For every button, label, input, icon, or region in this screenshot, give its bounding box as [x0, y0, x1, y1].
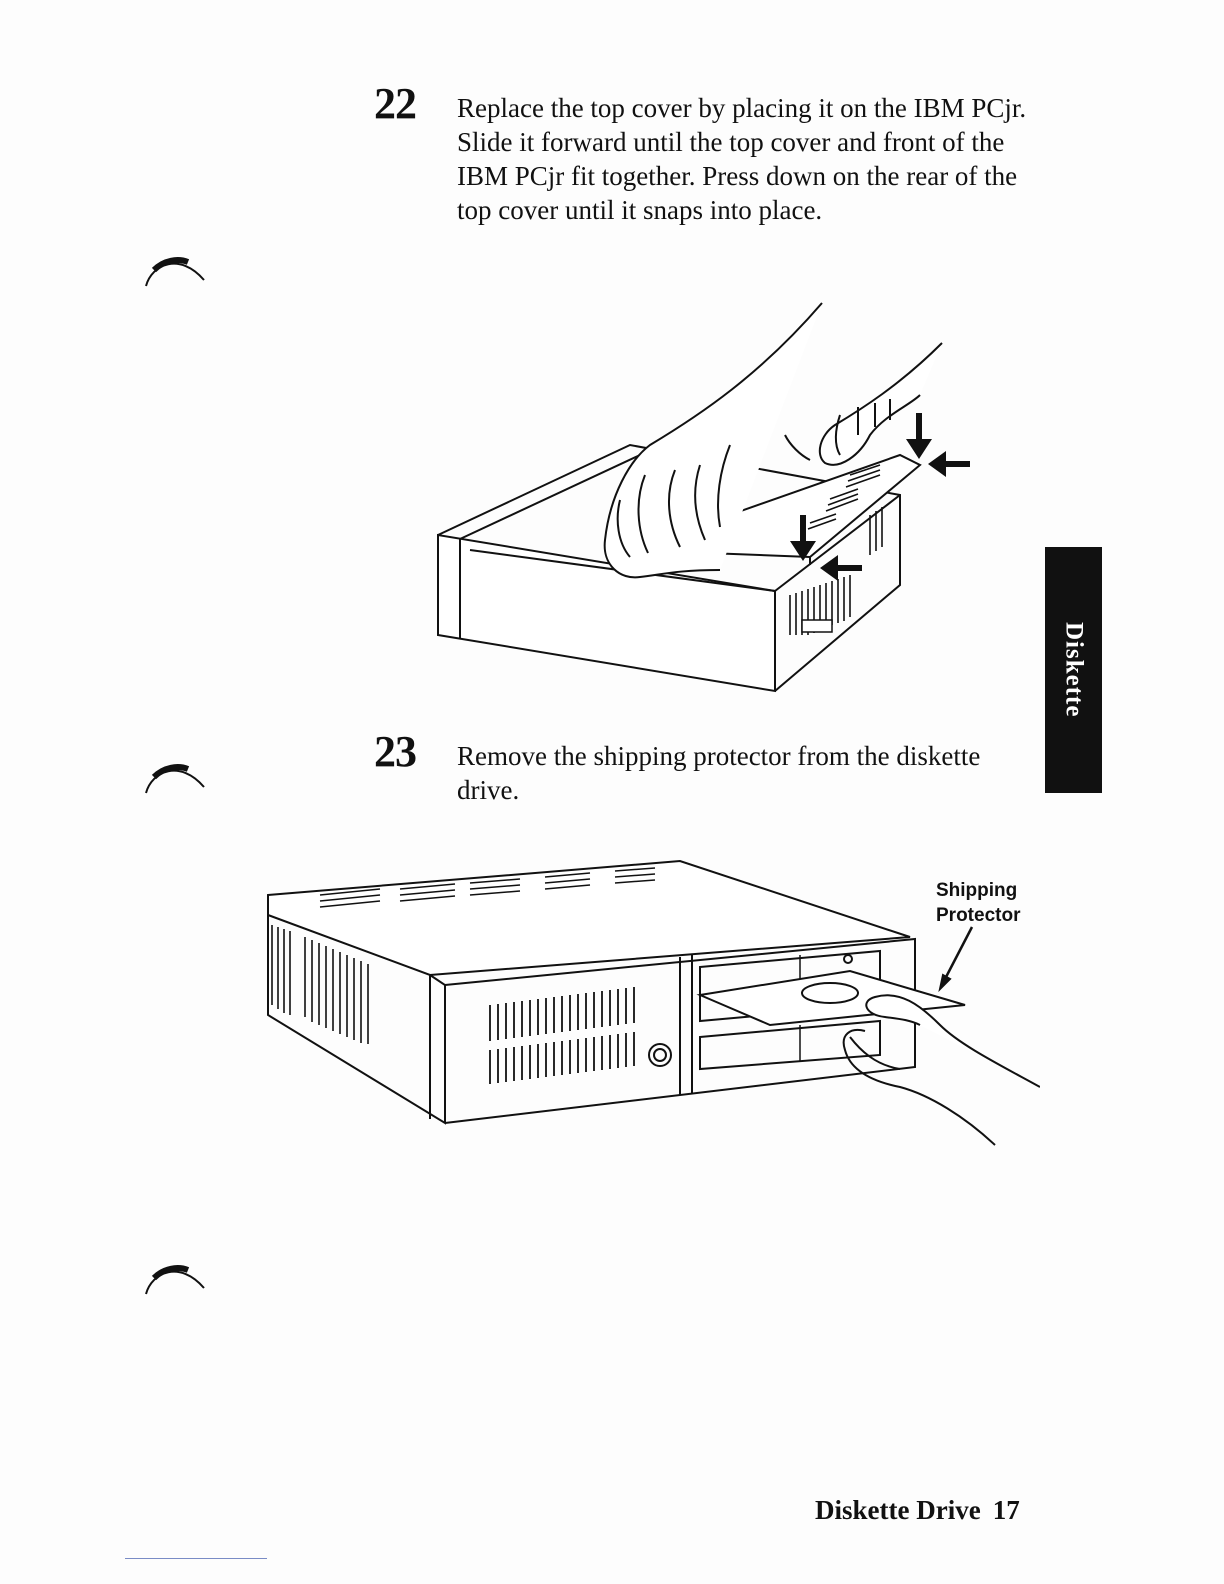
section-tab: Diskette — [1045, 547, 1102, 793]
footer-section-title: Diskette Drive — [815, 1495, 981, 1525]
callout-line-2: Protector — [936, 905, 1021, 926]
binder-ring-mark-middle — [145, 764, 205, 794]
step-number-22: 22 — [374, 79, 417, 128]
binder-ring-mark-bottom — [145, 1265, 205, 1295]
step-23-text: Remove the shipping protector from the d… — [457, 741, 981, 805]
callout-line-1: Shipping — [936, 880, 1018, 901]
scan-line-mark — [125, 1558, 267, 1559]
figure-shipping-protector-illustration — [260, 855, 1040, 1150]
binder-ring-mark-top — [145, 257, 205, 287]
step-22-text: Replace the top cover by placing it on t… — [457, 93, 1027, 225]
page-number: 17 — [992, 1495, 1020, 1525]
section-tab-label: Diskette — [1060, 622, 1088, 718]
callout-shipping-protector: Shipping Protector — [936, 878, 1020, 928]
figure-top-cover-illustration — [430, 295, 970, 705]
page-footer: Diskette Drive 17 — [815, 1495, 1020, 1526]
step-number-23: 23 — [374, 727, 417, 776]
